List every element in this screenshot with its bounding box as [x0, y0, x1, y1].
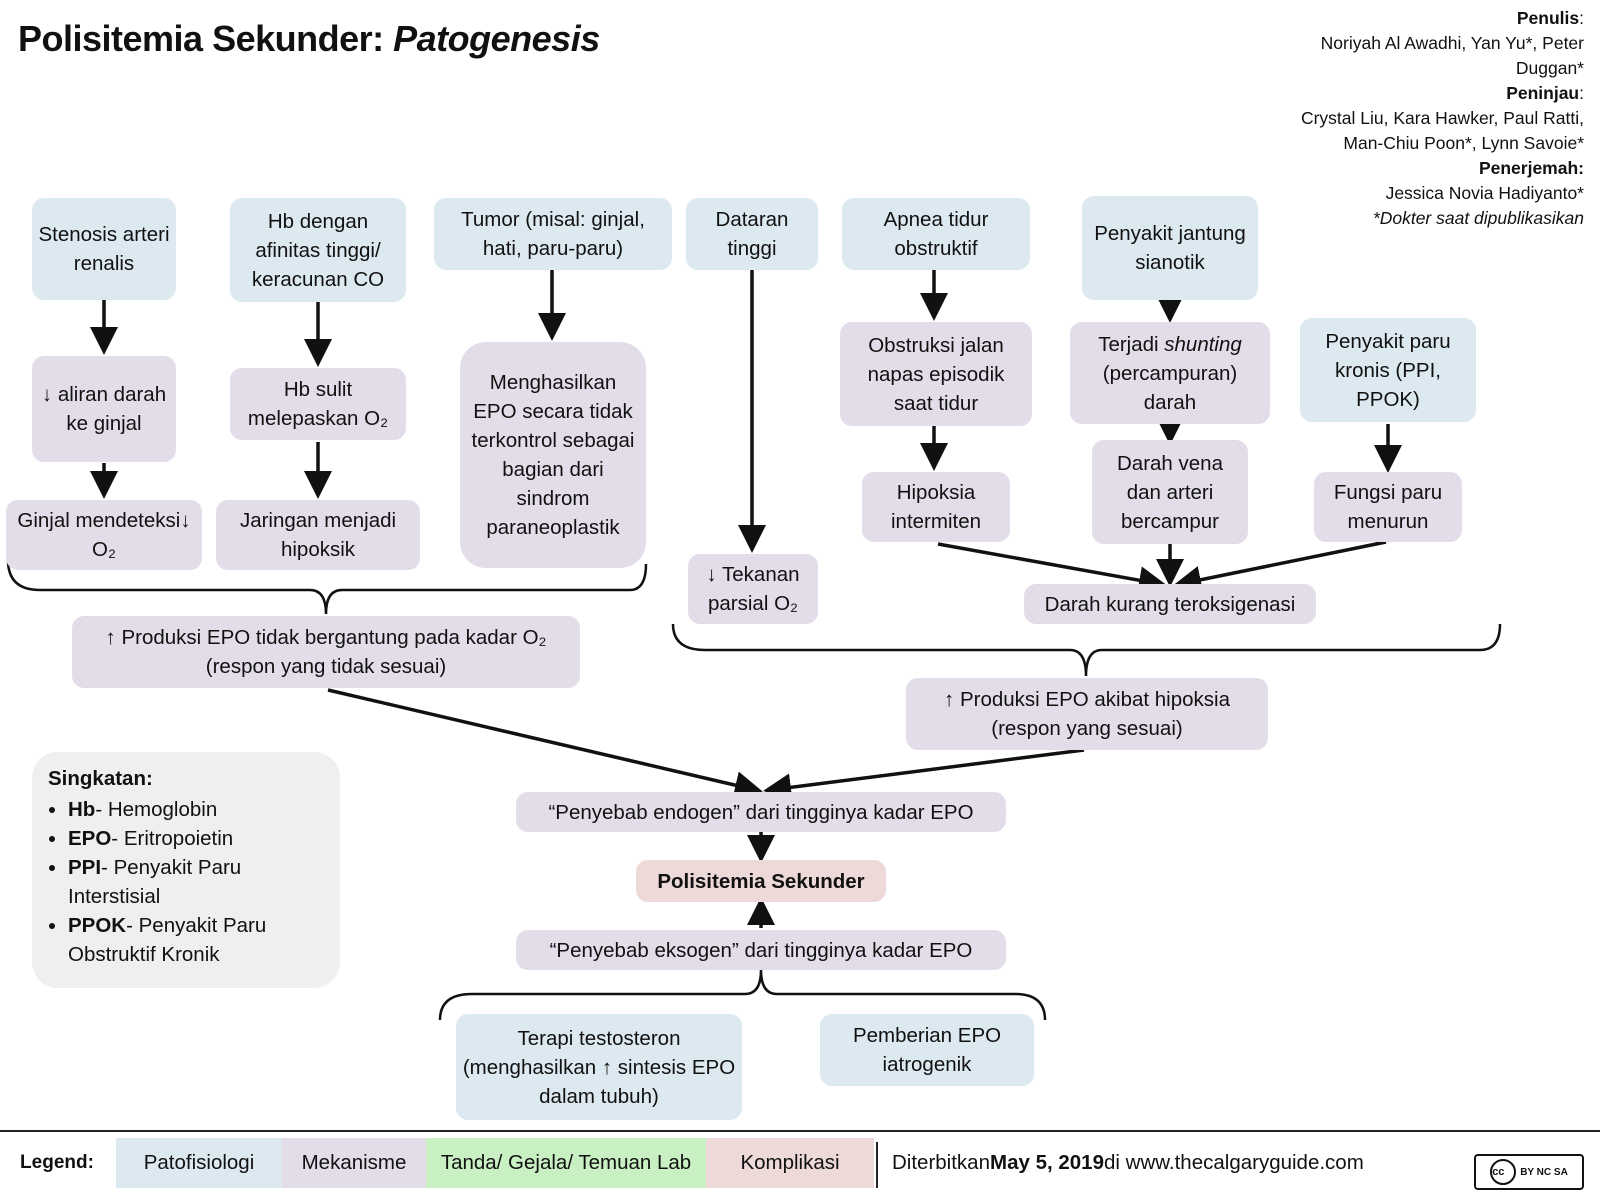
- legend-mekanisme: Mekanisme: [282, 1138, 426, 1188]
- node-darah-vena: Darah vena dan arteri bercampur: [1092, 440, 1248, 544]
- footer-divider: [0, 1130, 1600, 1132]
- node-obstruksi: Obstruksi jalan napas episodik saat tidu…: [840, 322, 1032, 426]
- node-epo-iatrogenik: Pemberian EPO iatrogenik: [820, 1014, 1034, 1086]
- node-epo-tidak-sesuai: ↑ Produksi EPO tidak bergantung pada kad…: [72, 616, 580, 688]
- credits: Penulis: Noriyah Al Awadhi, Yan Yu*, Pet…: [1284, 6, 1584, 231]
- license-text: BY NC SA: [1520, 1166, 1568, 1178]
- abbreviations-panel: Singkatan: Hb- Hemoglobin EPO- Eritropoi…: [32, 752, 340, 988]
- node-kurang-oksigen: Darah kurang teroksigenasi: [1024, 584, 1316, 624]
- legend-komplikasi: Komplikasi: [706, 1138, 874, 1188]
- legend-separator: [876, 1142, 878, 1188]
- title-main: Polisitemia Sekunder:: [18, 18, 384, 59]
- credits-note: *Dokter saat dipublikasikan: [1372, 208, 1584, 228]
- node-jaringan: Jaringan menjadi hipoksik: [216, 500, 420, 570]
- shunting-text: Terjadi shunting (percampuran) darah: [1098, 332, 1242, 414]
- brace-hypoxia-causes: [671, 623, 1502, 677]
- node-hb-afinitas: Hb dengan afinitas tinggi/ keracunan CO: [230, 198, 406, 302]
- abbr-item: PPI- Penyakit Paru Interstisial: [68, 853, 324, 911]
- arrow-fungsi-kurang: [1173, 540, 1387, 594]
- translator-label: Penerjemah:: [1478, 158, 1584, 178]
- node-fungsi-paru: Fungsi paru menurun: [1314, 472, 1462, 542]
- published-note: Diterbitkan May 5, 2019 di www.thecalgar…: [892, 1151, 1364, 1174]
- title-sub: Patogenesis: [393, 18, 600, 59]
- abbr-item: EPO- Eritropoietin: [68, 824, 324, 853]
- cc-icon: cc: [1490, 1159, 1517, 1185]
- node-epo-sesuai: ↑ Produksi EPO akibat hipoksia (respon y…: [906, 678, 1268, 750]
- authors: Noriyah Al Awadhi, Yan Yu*, Peter Duggan…: [1320, 33, 1584, 78]
- legend-label: Legend:: [20, 1152, 94, 1173]
- legend-tanda-gejala: Tanda/ Gejala/ Temuan Lab: [426, 1138, 706, 1188]
- node-tekanan: ↓ Tekanan parsial O₂: [688, 554, 818, 624]
- author-label: Penulis: [1516, 8, 1580, 28]
- node-stenosis: Stenosis arteri renalis: [32, 198, 176, 300]
- node-endogen: “Penyebab endogen” dari tingginya kadar …: [516, 792, 1006, 832]
- reviewers: Crystal Liu, Kara Hawker, Paul Ratti, Ma…: [1300, 108, 1584, 153]
- node-paru: Penyakit paru kronis (PPI, PPOK): [1300, 318, 1476, 422]
- reviewer-label: Peninjau: [1506, 83, 1580, 103]
- abbr-item: PPOK- Penyakit Paru Obstruktif Kronik: [68, 911, 324, 969]
- arrow-tidaksesuai-endogen: [327, 688, 763, 799]
- node-tumor: Tumor (misal: ginjal, hati, paru-paru): [434, 198, 672, 270]
- node-epo-tumor: Menghasilkan EPO secara tidak terkontrol…: [460, 342, 646, 568]
- page-title: Polisitemia Sekunder: Patogenesis: [18, 18, 600, 60]
- node-hipoksia-intermiten: Hipoksia intermiten: [862, 472, 1010, 542]
- node-testosteron: Terapi testosteron (menghasilkan ↑ sinte…: [456, 1014, 742, 1120]
- abbreviations-list: Hb- Hemoglobin EPO- Eritropoietin PPI- P…: [48, 795, 324, 969]
- translator: Jessica Novia Hadiyanto*: [1385, 183, 1584, 203]
- abbreviations-heading: Singkatan:: [48, 767, 153, 790]
- node-dataran: Dataran tinggi: [686, 198, 818, 270]
- node-shunting: Terjadi shunting (percampuran) darah: [1070, 322, 1270, 424]
- node-apnea: Apnea tidur obstruktif: [842, 198, 1030, 270]
- node-polisitemia: Polisitemia Sekunder: [636, 860, 886, 902]
- node-hb-sulit: Hb sulit melepaskan O₂: [230, 368, 406, 440]
- node-ginjal-deteksi: Ginjal mendeteksi↓ O₂: [6, 500, 202, 570]
- arrow-sesuai-endogen: [763, 748, 1085, 802]
- node-aliran: ↓ aliran darah ke ginjal: [32, 356, 176, 462]
- node-eksogen: “Penyebab eksogen” dari tingginya kadar …: [516, 930, 1006, 970]
- legend-patofisiologi: Patofisiologi: [116, 1138, 282, 1188]
- node-jantung: Penyakit jantung sianotik: [1082, 196, 1258, 300]
- arrow-hipoksia-kurang: [937, 542, 1167, 595]
- brace-exogenous-causes: [438, 969, 1047, 1021]
- abbr-item: Hb- Hemoglobin: [68, 795, 324, 824]
- creative-commons-badge: cc BY NC SA: [1474, 1154, 1584, 1190]
